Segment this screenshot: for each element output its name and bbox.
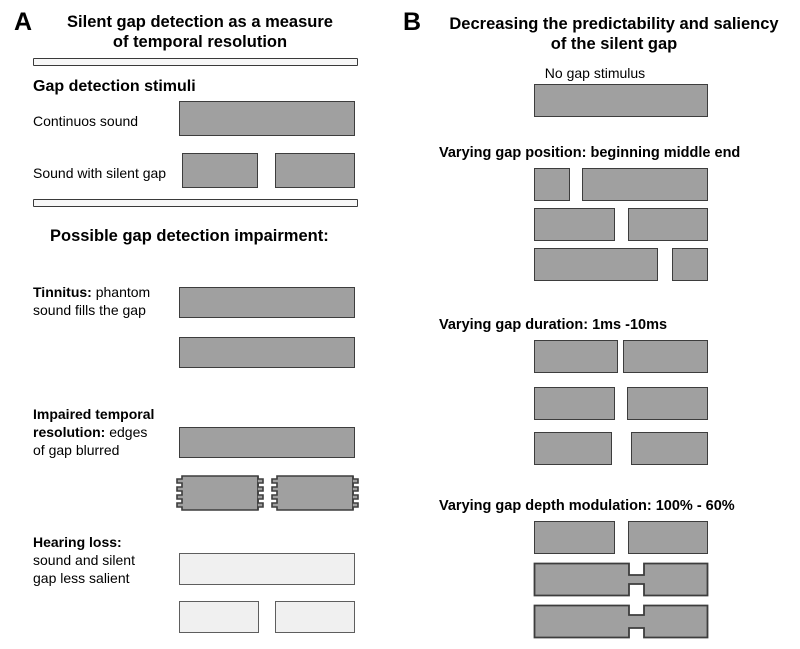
section-heading-stimuli: Gap detection stimuli (33, 78, 196, 95)
bar-gap-depth-60-bridged (533, 604, 709, 639)
label-hearing-loss-line1: Hearing loss: (33, 533, 122, 551)
panel-b-letter: B (403, 8, 422, 36)
bar-tinnitus-continuous (179, 287, 355, 318)
bar-tinnitus-filled-gap (179, 337, 355, 368)
label-impaired-line3: of gap blurred (33, 442, 120, 458)
label-impaired-line1: Impaired temporal (33, 405, 154, 423)
bar-gap-duration-1ms-seg1 (534, 340, 618, 373)
label-impaired-strong: Impaired temporal (33, 406, 155, 422)
label-impaired-line2-rest: edges (105, 424, 148, 440)
panel-b-title-line2: of the silent gap (550, 35, 678, 53)
bar-gap-position-beginning-seg1 (534, 168, 570, 201)
panel-b-title: Decreasing the predictability and salien… (429, 14, 799, 54)
bar-hearing-loss-continuous (179, 553, 355, 585)
tinnitus-phantom-fill (180, 338, 193, 367)
label-hearing-loss-line2: sound and silent (33, 552, 135, 568)
bar-gap-duration-10ms-seg2 (631, 432, 708, 465)
bar-gap-duration-5ms-seg2 (627, 387, 708, 420)
bar-gap-position-end-seg2 (672, 248, 708, 281)
bar-gap-duration-5ms-seg1 (534, 387, 615, 420)
label-impaired-line2-strong: resolution: (33, 424, 106, 440)
bar-gap-depth-80-bridged (533, 562, 709, 597)
label-tinnitus: Tinnitus: phantom (33, 283, 150, 301)
bar-hearing-loss-gap-right (275, 601, 355, 633)
bar-gap-depth-100-seg1 (534, 521, 615, 554)
bar-continuous-sound (179, 101, 355, 136)
bar-gap-depth-100-seg2 (628, 521, 708, 554)
panel-a-letter: A (14, 8, 33, 36)
divider-rail-bottom (33, 199, 358, 207)
panel-a-title: Silent gap detection as a measure of tem… (40, 12, 360, 52)
label-tinnitus-line2: sound fills the gap (33, 302, 146, 318)
bar-hearing-loss-gap-left (179, 601, 259, 633)
label-tinnitus-rest: phantom (91, 284, 151, 300)
section-heading-no-gap: No gap stimulus (544, 65, 646, 81)
label-hearing-loss-line3: gap less salient (33, 570, 130, 586)
bar-impaired-continuous (179, 427, 355, 458)
panel-b-title-line1: Decreasing the predictability and salien… (449, 15, 779, 33)
bar-gap-position-middle-seg1 (534, 208, 615, 241)
bar-gap-left (182, 153, 258, 188)
panel-a: A Silent gap detection as a measure of t… (0, 0, 395, 649)
bar-gap-position-middle-seg2 (628, 208, 708, 241)
bar-gap-position-beginning-seg2 (582, 168, 708, 201)
bar-gap-duration-1ms-seg2 (623, 340, 708, 373)
bar-gap-position-end-seg1 (534, 248, 658, 281)
section-heading-gap-depth: Varying gap depth modulation: 100% - 60% (439, 498, 735, 514)
panel-a-title-line1: Silent gap detection as a measure (67, 13, 333, 31)
section-heading-gap-position: Varying gap position: beginning middle e… (439, 145, 741, 161)
bar-no-gap-stimulus (534, 84, 708, 117)
label-hearing-loss-strong: Hearing loss: (33, 534, 122, 550)
bar-gap-right (275, 153, 355, 188)
label-tinnitus-strong: Tinnitus: (33, 284, 92, 300)
bar-blurred-gap-right (271, 473, 359, 513)
panel-a-title-line2: of temporal resolution (112, 33, 288, 51)
section-heading-gap-duration: Varying gap duration: 1ms -10ms (439, 317, 668, 333)
section-heading-impairment: Possible gap detection impairment: (50, 227, 329, 245)
bar-blurred-gap-left (176, 473, 264, 513)
panel-b: B Decreasing the predictability and sali… (395, 0, 800, 649)
label-continuos-sound: Continuos sound (33, 113, 139, 129)
divider-rail-top (33, 58, 358, 66)
label-impaired-line2: resolution: edges (33, 423, 147, 441)
label-sound-with-silent-gap: Sound with silent gap (33, 165, 167, 181)
bar-gap-duration-10ms-seg1 (534, 432, 612, 465)
